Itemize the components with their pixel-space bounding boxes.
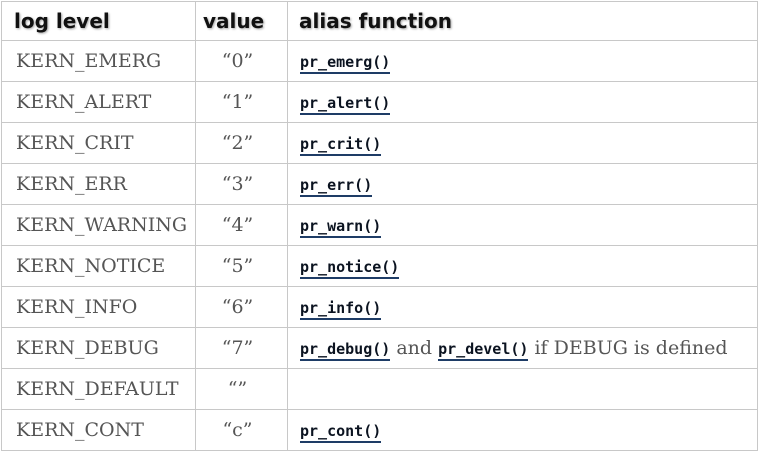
value-cell: “1” <box>195 81 288 123</box>
alias-function-link[interactable]: pr_cont() <box>300 422 382 443</box>
value-cell: “6” <box>195 286 288 328</box>
table-row: KERN_ERR “3” pr_err() <box>1 163 758 205</box>
alias-function-cell: pr_crit() <box>287 122 758 164</box>
value-cell: “” <box>195 368 288 410</box>
alias-function-cell: pr_cont() <box>287 409 758 451</box>
condition-text: if DEBUG is defined <box>528 337 728 359</box>
value-cell: “5” <box>195 245 288 287</box>
alias-function-cell: pr_alert() <box>287 81 758 123</box>
value-cell: “c” <box>195 409 288 451</box>
alias-function-link[interactable]: pr_info() <box>300 299 382 320</box>
alias-function-cell: pr_emerg() <box>287 40 758 82</box>
table-row: KERN_DEFAULT “” <box>1 368 758 410</box>
alias-function-link[interactable]: pr_debug() <box>300 340 391 361</box>
log-level-cell: KERN_INFO <box>1 286 196 328</box>
table-row: KERN_WARNING “4” pr_warn() <box>1 204 758 246</box>
log-level-cell: KERN_DEBUG <box>1 327 196 369</box>
table-row: KERN_INFO “6” pr_info() <box>1 286 758 328</box>
alias-function-link[interactable]: pr_notice() <box>300 258 400 279</box>
alias-function-cell: pr_err() <box>287 163 758 205</box>
header-log-level: log level <box>1 1 196 41</box>
table-row: KERN_EMERG “0” pr_emerg() <box>1 40 758 82</box>
header-alias-function: alias function <box>287 1 758 41</box>
log-level-cell: KERN_CRIT <box>1 122 196 164</box>
log-level-cell: KERN_NOTICE <box>1 245 196 287</box>
alias-function-cell: pr_info() <box>287 286 758 328</box>
log-level-cell: KERN_WARNING <box>1 204 196 246</box>
table-row: KERN_CRIT “2” pr_crit() <box>1 122 758 164</box>
alias-function-link[interactable]: pr_crit() <box>300 135 382 156</box>
table-row: KERN_ALERT “1” pr_alert() <box>1 81 758 123</box>
alias-function-cell: pr_debug() and pr_devel() if DEBUG is de… <box>287 327 758 369</box>
alias-function-link[interactable]: pr_alert() <box>300 94 391 115</box>
alias-function-link[interactable]: pr_err() <box>300 176 373 197</box>
alias-function-cell: pr_warn() <box>287 204 758 246</box>
value-cell: “0” <box>195 40 288 82</box>
log-level-cell: KERN_CONT <box>1 409 196 451</box>
alias-function-link[interactable]: pr_warn() <box>300 217 382 238</box>
header-value: value <box>195 1 288 41</box>
table-row: KERN_NOTICE “5” pr_notice() <box>1 245 758 287</box>
value-cell: “2” <box>195 122 288 164</box>
header-row: log level value alias function <box>1 1 758 41</box>
value-cell: “7” <box>195 327 288 369</box>
table-row: KERN_DEBUG “7” pr_debug() and pr_devel()… <box>1 327 758 369</box>
value-cell: “4” <box>195 204 288 246</box>
log-level-cell: KERN_ERR <box>1 163 196 205</box>
log-level-cell: KERN_DEFAULT <box>1 368 196 410</box>
alias-function-cell: pr_notice() <box>287 245 758 287</box>
conjunction-text: and <box>390 337 439 359</box>
log-level-cell: KERN_EMERG <box>1 40 196 82</box>
alias-function-cell <box>287 368 758 410</box>
table-row: KERN_CONT “c” pr_cont() <box>1 409 758 451</box>
alias-function-link[interactable]: pr_devel() <box>438 340 529 361</box>
value-cell: “3” <box>195 163 288 205</box>
log-level-cell: KERN_ALERT <box>1 81 196 123</box>
alias-function-link[interactable]: pr_emerg() <box>300 53 391 74</box>
